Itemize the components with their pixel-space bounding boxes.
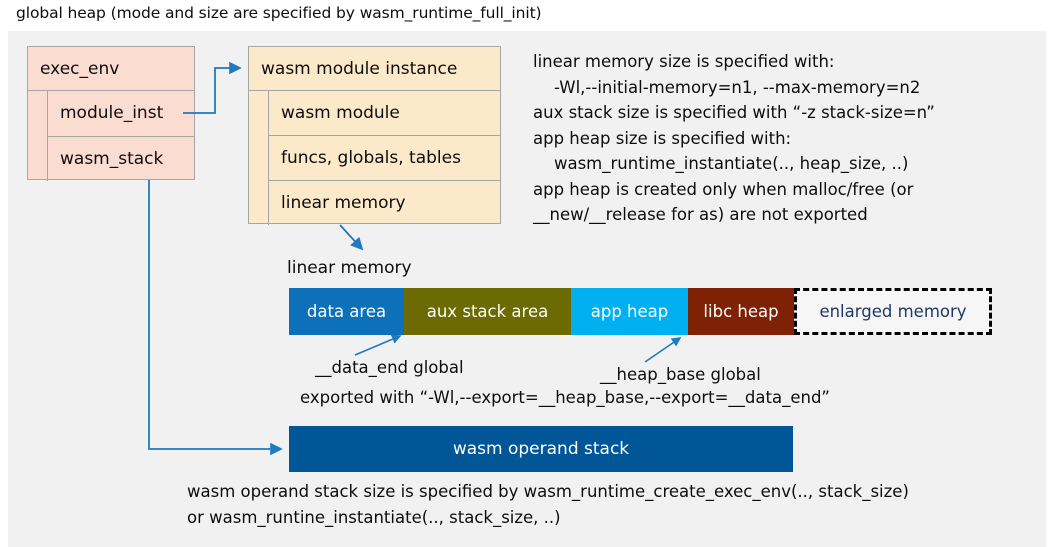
wasm-module-instance-gutter xyxy=(249,91,269,225)
memory-segment-libc-heap: libc heap xyxy=(688,288,794,335)
wasm-module-instance-box: wasm module instance wasm module funcs, … xyxy=(248,46,501,225)
operand-stack-note: wasm operand stack size is specified by … xyxy=(187,482,909,527)
wasm-module-instance-header: wasm module instance xyxy=(249,47,500,91)
memory-segment-enlarged-memory: enlarged memory xyxy=(794,288,992,335)
memory-segment-data-area: data area xyxy=(289,288,404,335)
exec-env-row-module-inst: module_inst xyxy=(48,91,194,137)
exec-env-row-wasm-stack: wasm_stack xyxy=(60,148,164,169)
wasm-operand-stack-bar: wasm operand stack xyxy=(289,426,793,472)
exec-env-header: exec_env xyxy=(28,47,194,91)
annotation-exported-with: exported with “-Wl,--export=__heap_base,… xyxy=(300,388,830,407)
annotation-data-end: __data_end global xyxy=(315,358,464,377)
linear-memory-info-text: linear memory size is specified with: -W… xyxy=(533,52,935,224)
wmi-row-linear-memory: linear memory xyxy=(281,193,406,213)
linear-memory-caption: linear memory xyxy=(287,258,412,278)
exec-env-gutter xyxy=(28,91,48,181)
exec-env-box: exec_env module_inst wasm_stack xyxy=(27,46,195,181)
memory-segment-aux-stack-area: aux stack area xyxy=(404,288,571,335)
wmi-row-wasm-module: wasm module xyxy=(269,91,500,136)
memory-segment-app-heap: app heap xyxy=(571,288,688,335)
wmi-row-funcs-globals-tables: funcs, globals, tables xyxy=(269,136,500,181)
page-title: global heap (mode and size are specified… xyxy=(16,4,542,22)
annotation-heap-base: __heap_base global xyxy=(600,365,761,384)
